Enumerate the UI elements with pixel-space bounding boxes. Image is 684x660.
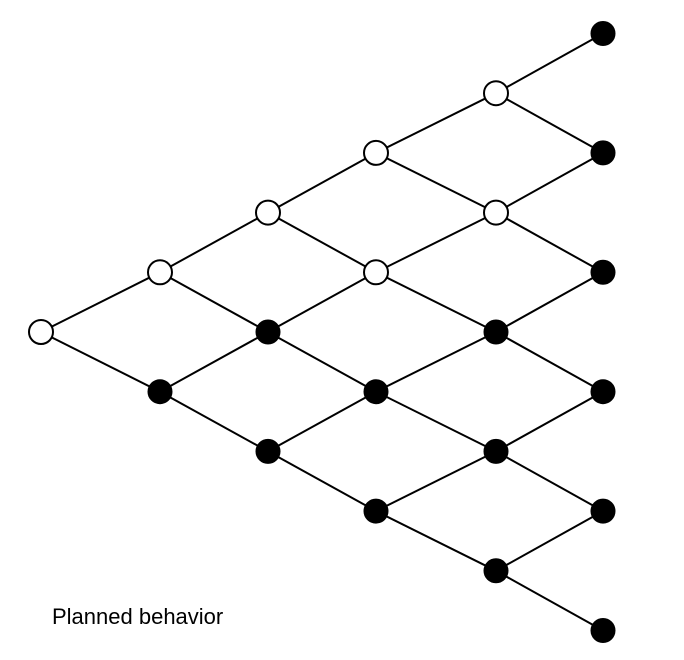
down-branch-edge <box>267 331 377 393</box>
open-node <box>363 139 389 166</box>
down-branch-edge <box>267 211 377 274</box>
up-branch-edge <box>267 390 377 453</box>
up-branch-edge <box>495 152 604 214</box>
up-branch-edge <box>159 211 269 274</box>
down-branch-edge <box>375 390 497 453</box>
down-branch-edge <box>495 331 604 393</box>
up-branch-edge <box>495 271 604 333</box>
filled-node <box>255 319 281 345</box>
up-branch-edge <box>267 271 377 333</box>
filled-node <box>363 498 389 524</box>
down-branch-edge <box>495 211 604 274</box>
up-branch-edge <box>375 92 497 154</box>
up-branch-edge <box>495 510 604 572</box>
up-branch-edge <box>40 271 161 333</box>
filled-node <box>590 379 616 405</box>
filled-node <box>255 438 281 464</box>
open-node <box>147 259 173 286</box>
down-branch-edge <box>495 569 604 632</box>
open-node <box>483 80 509 107</box>
filled-node <box>590 498 616 524</box>
filled-node <box>590 259 616 285</box>
filled-node <box>590 618 616 643</box>
lattice-nodes <box>28 21 616 643</box>
down-branch-edge <box>375 510 497 572</box>
diagram-caption: Planned behavior <box>52 604 224 629</box>
up-branch-edge <box>159 331 269 393</box>
open-node <box>28 319 54 345</box>
up-branch-edge <box>375 450 497 512</box>
down-branch-edge <box>267 450 377 512</box>
filled-node <box>483 438 509 464</box>
up-branch-edge <box>375 331 497 393</box>
filled-node <box>590 140 616 166</box>
lattice-edges <box>40 32 604 632</box>
open-node <box>483 199 509 226</box>
up-branch-edge <box>267 152 377 214</box>
filled-node <box>147 379 173 405</box>
filled-node <box>483 558 509 584</box>
filled-node <box>483 319 509 345</box>
filled-node <box>363 379 389 405</box>
down-branch-edge <box>375 152 497 214</box>
down-branch-edge <box>159 271 269 333</box>
down-branch-edge <box>375 271 497 333</box>
down-branch-edge <box>495 92 604 154</box>
up-branch-edge <box>495 390 604 453</box>
down-branch-edge <box>40 331 161 393</box>
open-node <box>255 199 281 226</box>
up-branch-edge <box>495 32 604 95</box>
down-branch-edge <box>159 390 269 453</box>
filled-node <box>590 21 616 46</box>
down-branch-edge <box>495 450 604 512</box>
up-branch-edge <box>375 211 497 274</box>
open-node <box>363 259 389 286</box>
